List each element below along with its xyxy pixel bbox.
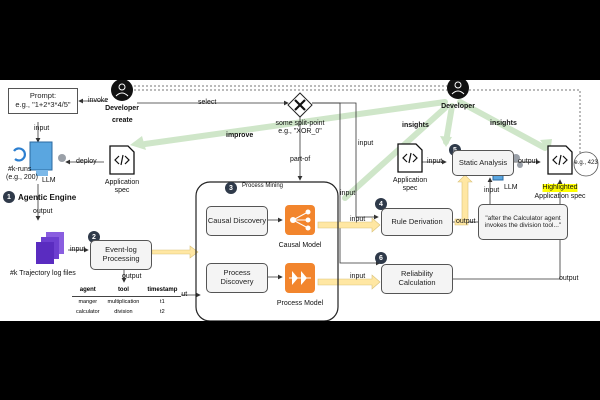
improve-label: improve [226, 132, 254, 139]
insights-label-left: insights [402, 122, 429, 129]
llm-label: LLM [42, 177, 56, 184]
table-cell: division [114, 309, 133, 315]
developer-left-icon [111, 80, 133, 101]
event-log-processing-box: Event-log Processing [90, 240, 152, 270]
table-cell: multiplication [107, 299, 140, 305]
agentic-engine-label: Agentic Engine [18, 193, 77, 202]
step-badge-1: 1 [3, 191, 15, 203]
rule-quote-box: "after the Calculator agent invokes the … [478, 204, 568, 240]
input-label: input [70, 246, 86, 253]
developer-right-icon [447, 80, 469, 99]
static-llm-label: LLM [504, 184, 518, 191]
prompt-example: e.g., "1+2*3*4/5" [15, 100, 71, 109]
application-label: Application [104, 179, 140, 186]
input-label: input [484, 187, 500, 194]
developer-link-lines [134, 85, 581, 170]
input-label: input [350, 273, 366, 280]
table-row: calculator division t2 [72, 307, 181, 317]
llm-server-icon [29, 141, 53, 176]
static-analysis-box: Static Analysis [452, 150, 514, 176]
process-mining-title: Process Mining [242, 183, 284, 189]
application-spec-label: Application spec [534, 193, 586, 200]
table-row: manger multiplication t1 [72, 297, 181, 308]
k-runs-example: (e.g., 200) [6, 174, 38, 181]
input-label: input [340, 190, 356, 197]
rule-derivation-box: Rule Derivation [381, 208, 453, 236]
split-point-label: some split-point [275, 120, 325, 127]
spec-label: spec [402, 185, 418, 192]
application-label: Application [392, 177, 428, 184]
result-circle [573, 151, 599, 177]
output-label: output [33, 208, 53, 215]
table-header: agent [72, 284, 104, 297]
xor-gateway-icon [287, 92, 313, 118]
output-label: output [122, 273, 142, 280]
log-files-icon [36, 232, 64, 264]
gear-icon [512, 154, 520, 162]
yellow-data-arrows [151, 174, 473, 290]
trajectory-table: agent tool timestamp manger multiplicati… [72, 284, 182, 317]
highlighted-label: Highlighted [542, 184, 578, 193]
input-label: input [427, 158, 443, 165]
step-badge-6: 6 [375, 252, 387, 264]
step-badge-4: 4 [375, 198, 387, 210]
gear-icon [517, 162, 523, 168]
input-label: input [34, 125, 50, 132]
step-badge-3: 3 [225, 182, 237, 194]
table-cell: t1 [160, 299, 165, 305]
table-cell: manger [78, 299, 98, 305]
developer-left-label: Developer [105, 105, 139, 112]
prompt-box: Prompt: e.g., "1+2*3*4/5" [8, 88, 78, 114]
causal-discovery-box: Causal Discovery [206, 206, 268, 236]
trajectory-logs-label: #k Trajectory log files [10, 270, 76, 277]
split-point-example: e.g., "XOR_0" [278, 128, 322, 135]
process-mining-container [195, 181, 339, 321]
output-label: output [456, 218, 476, 225]
output-label: output [518, 158, 538, 165]
invoke-label: invoke [88, 97, 109, 104]
k-runs-label: #k-runs [8, 166, 32, 173]
causal-model-label: Causal Model [278, 242, 322, 249]
result-example-label: e.g., 423 [574, 160, 598, 166]
input-label: input [358, 140, 374, 147]
process-discovery-box: Process Discovery [206, 263, 268, 293]
reliability-calculation-box: Reliability Calculation [381, 264, 453, 294]
part-of-label: part-of [290, 156, 311, 163]
process-model-label: Process Model [276, 300, 324, 307]
spec-label: spec [114, 187, 130, 194]
table-cell: calculator [76, 309, 100, 315]
gear-icon [58, 154, 66, 162]
output-label: output [559, 275, 579, 282]
developer-right-label: Developer [441, 103, 475, 110]
green-feedback-arrows [142, 99, 548, 201]
input-label: input [350, 216, 366, 223]
table-header: tool [103, 284, 144, 297]
select-label: select [198, 99, 217, 106]
process-model-icon [285, 263, 315, 293]
refresh-icon [13, 147, 26, 162]
causal-model-icon [285, 205, 315, 235]
create-label: create [112, 117, 133, 124]
deploy-label: deploy [76, 158, 97, 165]
table-header: timestamp [143, 284, 182, 297]
table-cell: t2 [160, 309, 165, 315]
insights-label-right: insights [490, 120, 517, 127]
connector-layer [13, 80, 599, 321]
workflow-diagram: 1 2 3 4 5 6 Prompt: e.g., "1+2*3*4/5" Ev… [0, 80, 600, 321]
prompt-title: Prompt: [29, 91, 57, 101]
